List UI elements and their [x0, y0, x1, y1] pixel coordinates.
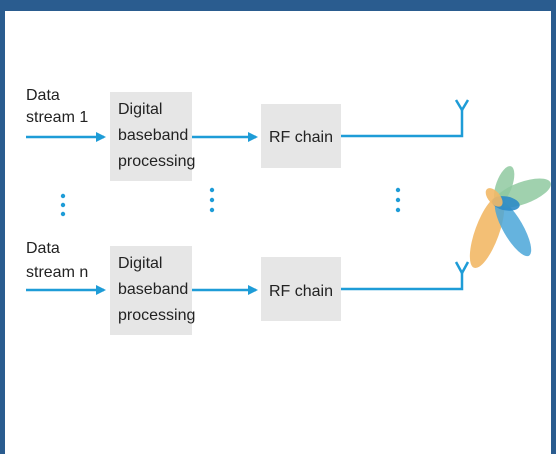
rf-chain-label-1: RF chain — [269, 129, 333, 146]
chain-row-n: Data stream n Digital baseband processin… — [26, 240, 470, 335]
baseband-processing-box-n — [110, 246, 192, 335]
ellipsis-vertical-icon — [209, 187, 215, 213]
ellipsis-vertical-icon — [395, 187, 401, 213]
rf-to-antenna-wire-1 — [341, 108, 464, 138]
rf-chain-label-n: RF chain — [269, 283, 333, 300]
ellipsis-vertical-icon — [60, 193, 66, 217]
input-label-n: Data stream n — [26, 240, 88, 281]
input-label-1: Data stream 1 — [26, 87, 88, 126]
chain-row-1: Data stream 1 Digital baseband processin… — [26, 87, 470, 181]
antenna-icon — [454, 99, 470, 111]
antenna-icon — [454, 261, 470, 274]
beam-pattern-icon — [469, 166, 551, 269]
rf-to-antenna-wire-n — [341, 271, 464, 291]
rf-chain-box-n — [261, 257, 341, 321]
baseband-processing-box-1 — [110, 92, 192, 181]
baseband-processing-label-n: Digital baseband processing — [118, 255, 195, 324]
rf-chain-box-1 — [261, 104, 341, 168]
baseband-processing-label-1: Digital baseband processing — [118, 101, 195, 170]
